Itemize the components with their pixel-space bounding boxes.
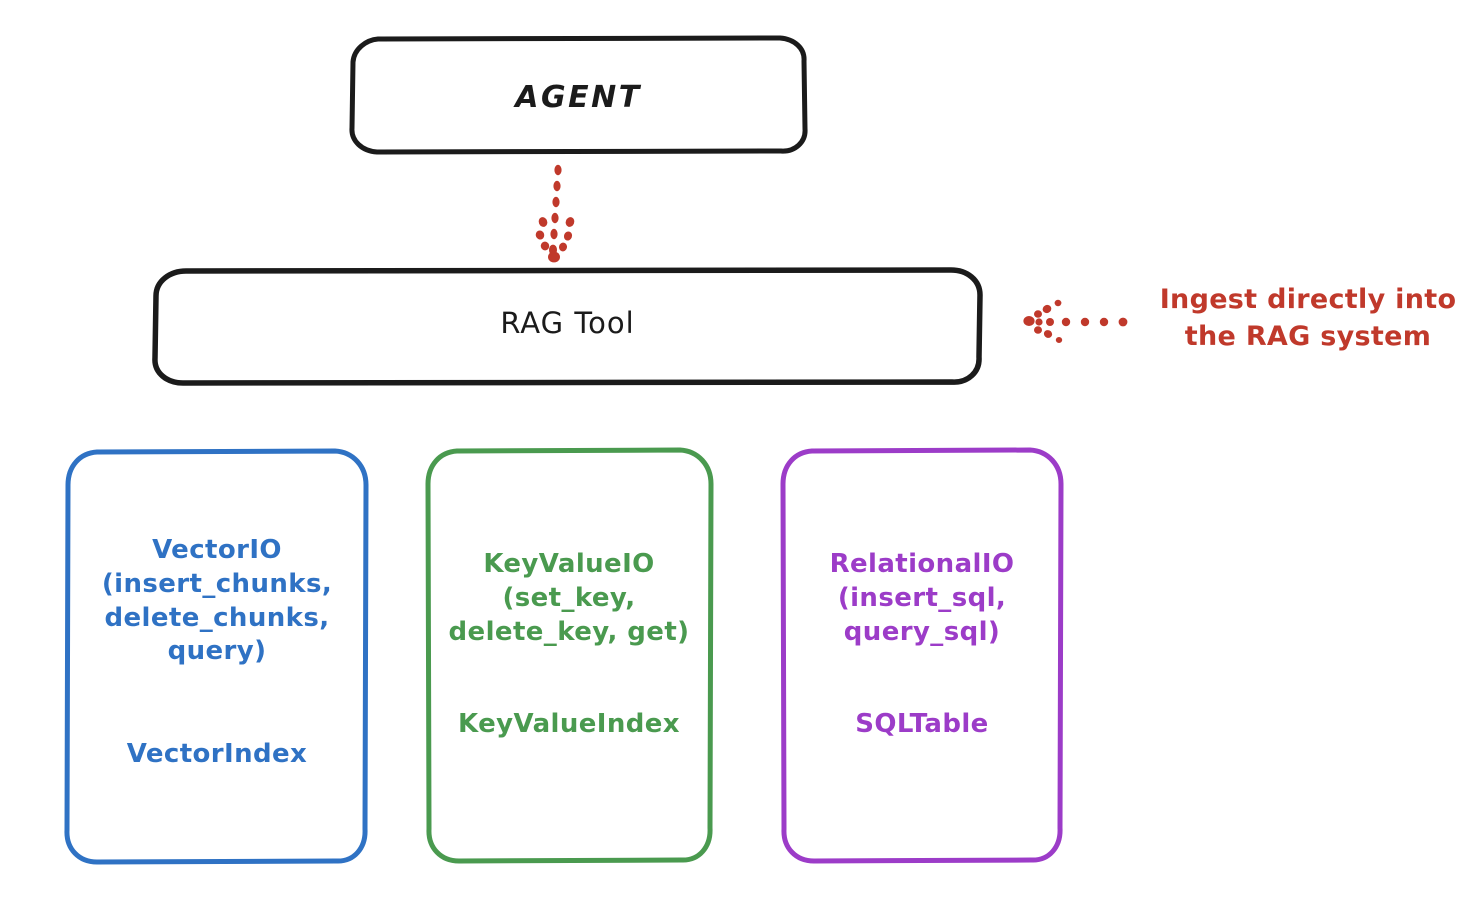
- rag-tool-label: RAG Tool: [500, 306, 635, 340]
- key-value-io-box-outline: [425, 447, 714, 864]
- ingest-annotation-label: Ingest directly into the RAG system: [1159, 284, 1457, 353]
- key-value-io-index-label: KeyValueIndex: [458, 709, 680, 739]
- agent-label: AGENT: [515, 80, 642, 115]
- vector-io-node[interactable]: [64, 448, 369, 865]
- agent-node[interactable]: [349, 35, 808, 155]
- agent-box-outline: [349, 35, 808, 155]
- relational-io-api-label: RelationalIO (insert_sql, query_sql): [829, 549, 1015, 647]
- relational-io-box-outline: [780, 447, 1064, 864]
- vector-io-index-label: VectorIndex: [126, 739, 308, 769]
- rag-tool-node[interactable]: [152, 267, 983, 386]
- vector-io-api-label: VectorIO (insert_chunks, delete_chunks, …: [101, 535, 333, 667]
- relational-io-index-label: SQLTable: [855, 709, 989, 739]
- vector-io-box-outline: [64, 448, 369, 865]
- rag-tool-box-outline: [152, 267, 983, 386]
- key-value-io-api-label: KeyValueIO (set_key, delete_key, get): [448, 549, 690, 647]
- edge-agent-to-rag-tool: [535, 164, 575, 263]
- edge-ingest-to-rag-tool: [1023, 299, 1128, 343]
- relational-io-node[interactable]: [780, 447, 1064, 864]
- key-value-io-node[interactable]: [425, 447, 714, 864]
